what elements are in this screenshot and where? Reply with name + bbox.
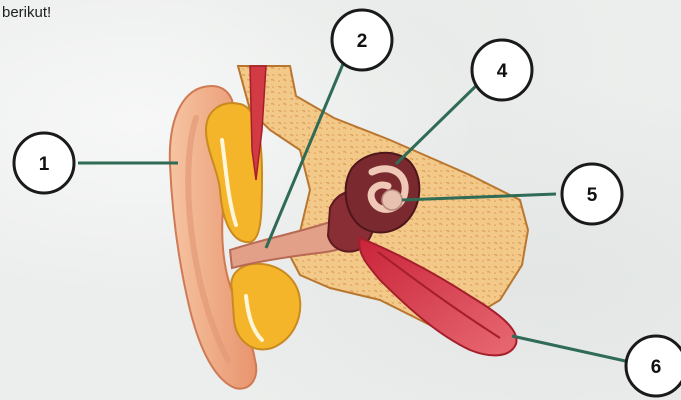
label-marker-4: 4 xyxy=(472,40,532,100)
label-number-1: 1 xyxy=(39,154,50,175)
lower-tissue xyxy=(231,264,300,350)
leader-line-4 xyxy=(396,82,480,164)
label-number-2: 2 xyxy=(357,31,368,52)
leader-line-6 xyxy=(512,336,630,362)
label-number-6: 6 xyxy=(651,357,662,378)
label-marker-5: 5 xyxy=(562,164,622,224)
label-marker-1: 1 xyxy=(14,133,74,193)
label-number-5: 5 xyxy=(587,185,598,206)
label-marker-2: 2 xyxy=(332,10,392,70)
label-number-4: 4 xyxy=(497,61,508,82)
label-marker-6: 6 xyxy=(626,336,681,396)
